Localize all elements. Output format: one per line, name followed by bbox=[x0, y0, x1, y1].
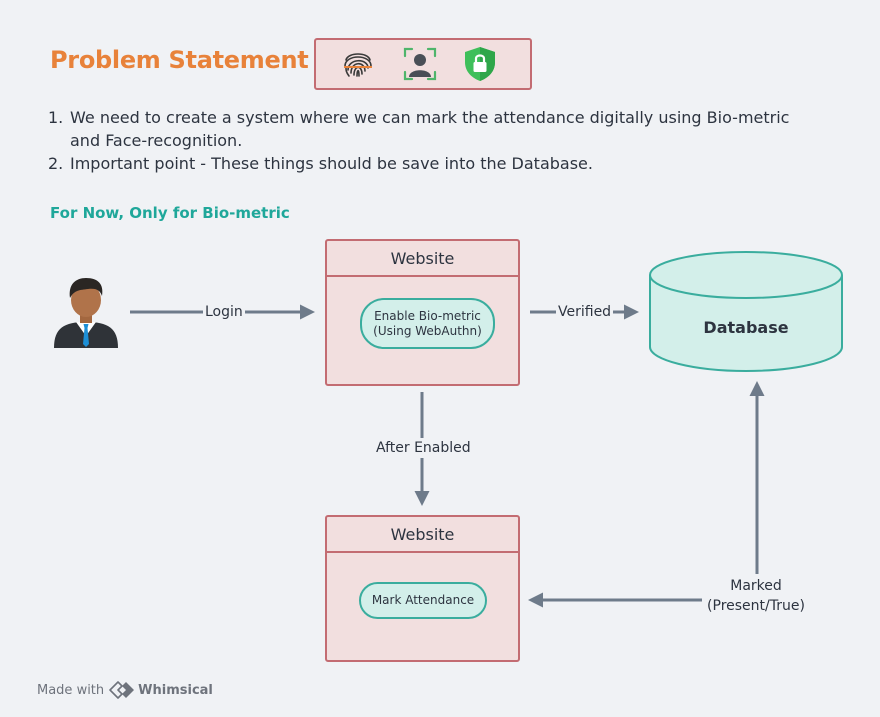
website-box-top: Website Enable Bio-metric (Using WebAuth… bbox=[325, 239, 520, 386]
mark-attendance-node: Mark Attendance bbox=[359, 582, 487, 619]
after-enabled-label: After Enabled bbox=[374, 438, 473, 458]
list-number: 1. bbox=[48, 108, 64, 127]
shield-lock-icon bbox=[465, 47, 495, 81]
footer-brand: Whimsical bbox=[138, 682, 213, 698]
footer-prefix: Made with bbox=[37, 682, 105, 698]
login-label: Login bbox=[203, 302, 245, 322]
problem-points: 1. We need to create a system where we c… bbox=[48, 106, 848, 175]
list-number: 2. bbox=[48, 154, 64, 173]
website-title: Website bbox=[327, 241, 518, 277]
icon-strip bbox=[314, 38, 532, 90]
verified-label: Verified bbox=[556, 302, 614, 322]
face-scan-icon bbox=[403, 47, 437, 81]
list-item: 2. Important point - These things should… bbox=[48, 152, 848, 175]
fingerprint-icon bbox=[344, 53, 372, 77]
list-text: Important point - These things should be… bbox=[70, 154, 593, 173]
page-title: Problem Statement - bbox=[50, 46, 327, 74]
list-item: 1. We need to create a system where we c… bbox=[48, 106, 848, 152]
website-box-bottom: Website Mark Attendance bbox=[325, 515, 520, 662]
user-avatar-icon bbox=[54, 278, 118, 348]
enable-biometric-node: Enable Bio-metric (Using WebAuthn) bbox=[360, 298, 495, 349]
section-subheading: For Now, Only for Bio-metric bbox=[50, 204, 290, 222]
database-label: Database bbox=[703, 318, 789, 337]
list-text: We need to create a system where we can … bbox=[70, 108, 790, 150]
database-icon bbox=[649, 251, 843, 373]
whimsical-logo-icon bbox=[109, 681, 135, 699]
marked-label: Marked (Present/True) bbox=[702, 576, 810, 616]
footer-badge[interactable]: Made with Whimsical bbox=[37, 681, 213, 699]
website-title: Website bbox=[327, 517, 518, 553]
